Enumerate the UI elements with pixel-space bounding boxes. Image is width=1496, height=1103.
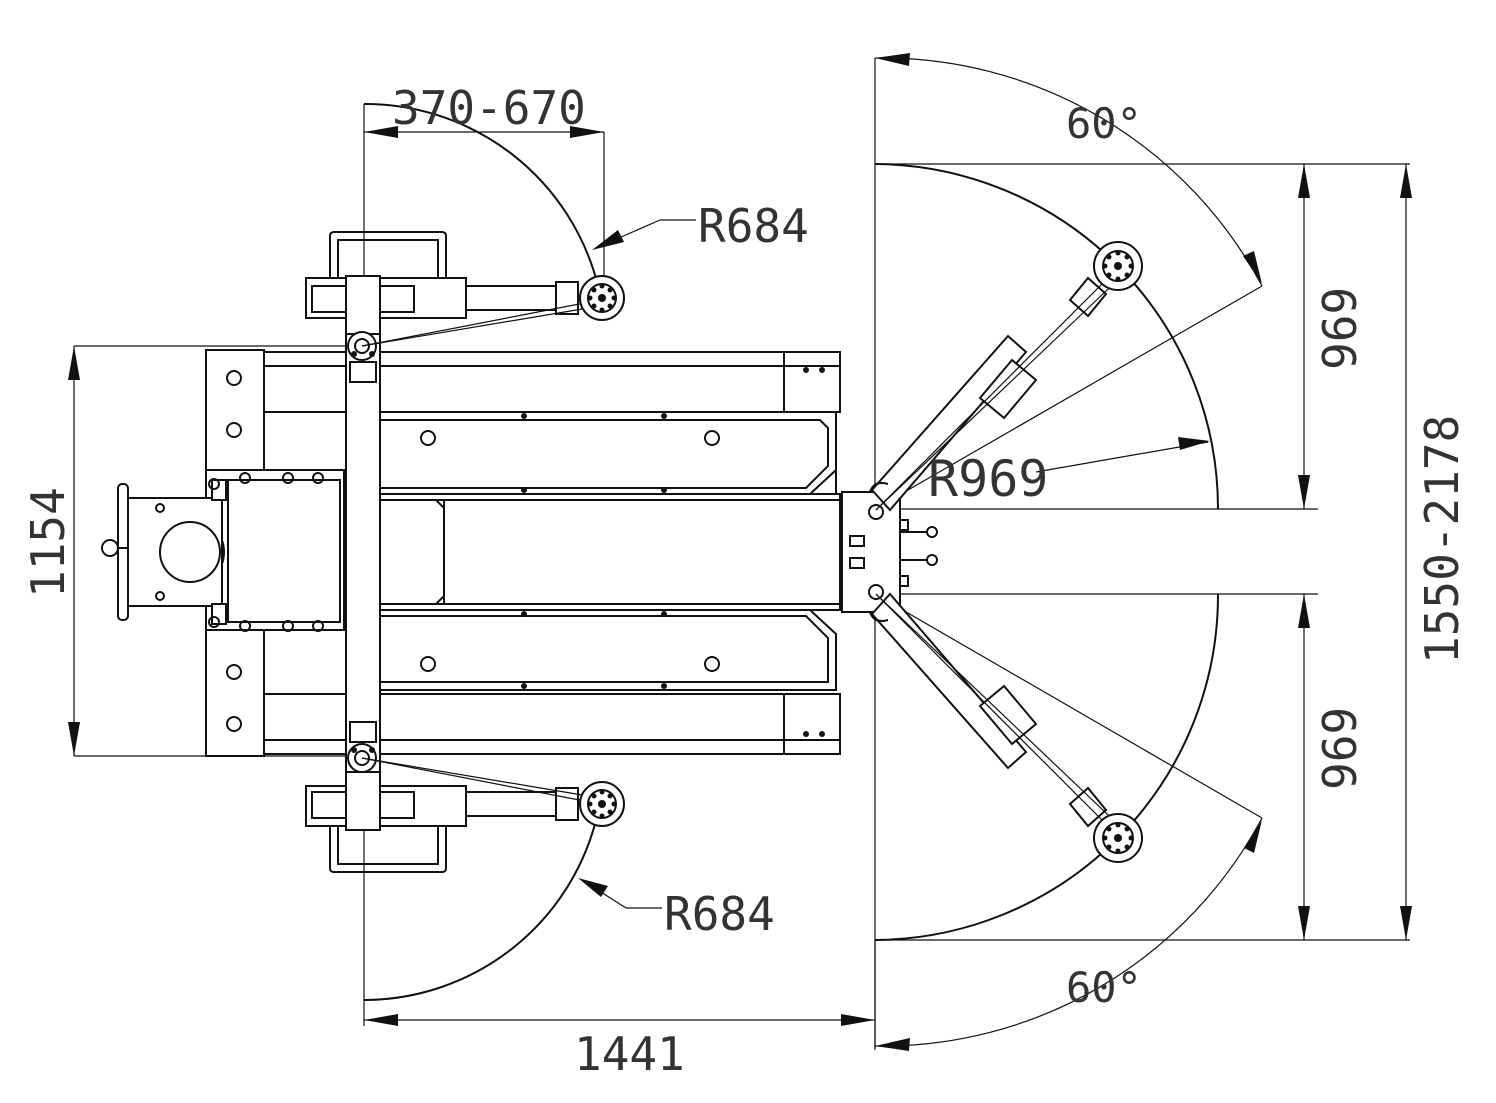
dim-upper-arm-radius: R684 — [698, 199, 809, 253]
dim-total-span: 1550-2178 — [1415, 415, 1469, 664]
right-head — [841, 491, 938, 613]
dim-long-arm-radius: R969 — [928, 450, 1048, 508]
dim-top-adjust: 370-670 — [392, 81, 586, 135]
dim-base-length: 1441 — [574, 1027, 685, 1081]
left-arms — [361, 281, 601, 821]
power-unit — [101, 349, 345, 757]
lift-pad-upper-left — [579, 275, 625, 321]
base-frame — [263, 351, 841, 755]
lift-pad-lower-right — [1093, 813, 1143, 863]
dim-lower-arm-radius: R684 — [664, 887, 775, 941]
dimension-lines — [68, 58, 1412, 1050]
lift-pad-lower-left — [579, 781, 625, 827]
dim-upper-reach: 969 — [1313, 287, 1367, 370]
right-upper-arm — [869, 265, 1127, 512]
dim-lower-reach: 969 — [1313, 707, 1367, 790]
dim-lower-angle: 60° — [1066, 963, 1142, 1012]
left-posts — [305, 231, 467, 873]
lift-pad-upper-right — [1093, 241, 1143, 291]
dim-overall-width: 1154 — [21, 487, 75, 598]
dim-upper-angle: 60° — [1066, 99, 1142, 148]
right-lower-arm — [869, 592, 1127, 839]
